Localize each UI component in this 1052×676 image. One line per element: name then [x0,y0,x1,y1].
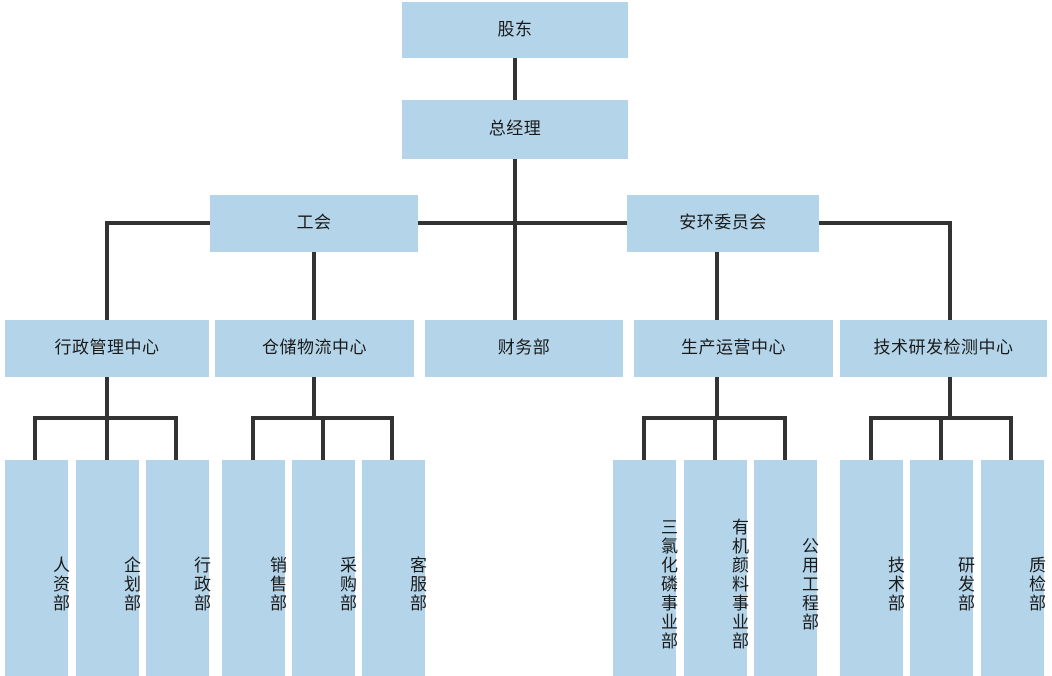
connector-shareholder-to-gm [513,58,517,100]
node-labor-union[interactable]: 工会 [210,195,418,252]
connector-admin-center-leg-1 [33,416,37,460]
node-customer-service-department[interactable]: 客服部 [362,460,426,676]
connector-union-to-warehouse [312,252,316,320]
node-general-manager[interactable]: 总经理 [402,100,628,159]
connector-admin-center-bus [33,416,176,420]
node-finance-department[interactable]: 财务部 [425,320,623,377]
connector-tech-center-leg-1 [869,416,873,460]
connector-gm-to-finance [513,221,517,320]
connector-warehouse-center-leg-1 [251,416,255,460]
node-safety-env-committee[interactable]: 安环委员会 [627,195,819,252]
node-planning-department[interactable]: 企划部 [76,460,140,676]
node-production-operation-center[interactable]: 生产运营中心 [634,320,833,377]
connector-production-center-leg-2 [713,416,717,460]
connector-tech-center-drop [948,377,952,418]
node-purchasing-department[interactable]: 采购部 [292,460,356,676]
connector-admin-center-leg-2 [105,416,109,460]
connector-gm-to-bus [513,159,517,223]
node-hr-department[interactable]: 人资部 [5,460,69,676]
node-admin-management-center[interactable]: 行政管理中心 [5,320,209,377]
connector-warehouse-center-leg-2 [321,416,325,460]
node-warehouse-logistics-center[interactable]: 仓储物流中心 [215,320,414,377]
node-sales-department[interactable]: 销售部 [222,460,286,676]
node-pcl3-business-division[interactable]: 三氯化磷事业部 [613,460,677,676]
connector-safety-to-production [715,252,719,320]
connector-level3-bus [105,221,952,225]
node-administration-department[interactable]: 行政部 [146,460,210,676]
connector-tech-center-leg-3 [1009,416,1013,460]
node-quality-inspection-department[interactable]: 质检部 [981,460,1045,676]
connector-admin-center-drop [105,377,109,418]
connector-bus-to-tech-center [948,221,952,320]
connector-admin-center-leg-3 [174,416,178,460]
connector-warehouse-center-drop [312,377,316,418]
connector-tech-center-leg-2 [939,416,943,460]
connector-production-center-leg-1 [642,416,646,460]
node-shareholder[interactable]: 股东 [402,2,628,58]
connector-bus-to-admin-center [105,221,109,320]
connector-production-center-drop [715,377,719,418]
node-utility-engineering-department[interactable]: 公用工程部 [754,460,818,676]
node-rd-department[interactable]: 研发部 [910,460,974,676]
connector-warehouse-center-leg-3 [390,416,394,460]
node-tech-rd-testing-center[interactable]: 技术研发检测中心 [840,320,1047,377]
node-technology-department[interactable]: 技术部 [840,460,904,676]
node-organic-pigment-business-division[interactable]: 有机颜料事业部 [684,460,748,676]
connector-production-center-leg-3 [783,416,787,460]
